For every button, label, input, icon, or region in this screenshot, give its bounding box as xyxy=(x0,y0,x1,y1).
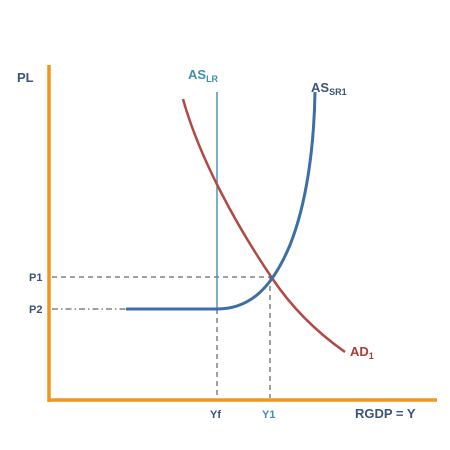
as-sr-curve xyxy=(126,91,317,311)
y-axis-label: PL xyxy=(17,70,34,85)
as-lr-label-sub: LR xyxy=(206,74,218,84)
yf-tick-label: Yf xyxy=(210,409,221,421)
ad-label-base: AD xyxy=(350,344,369,359)
as-sr-label: ASSR1 xyxy=(311,80,347,97)
p2-tick-label: P2 xyxy=(29,304,42,316)
as-lr-label: ASLR xyxy=(188,67,219,84)
ad-label: AD1 xyxy=(350,344,374,361)
as-lr-label-base: AS xyxy=(188,67,206,82)
as-sr-label-sub: SR1 xyxy=(329,87,347,97)
as-sr-label-base: AS xyxy=(311,80,329,95)
x-axis-label: RGDP = Y xyxy=(355,406,416,421)
ad-curve xyxy=(181,98,346,354)
ad-label-sub: 1 xyxy=(369,351,374,361)
y1-tick-label: Y1 xyxy=(262,409,275,421)
p1-tick-label: P1 xyxy=(29,272,42,284)
